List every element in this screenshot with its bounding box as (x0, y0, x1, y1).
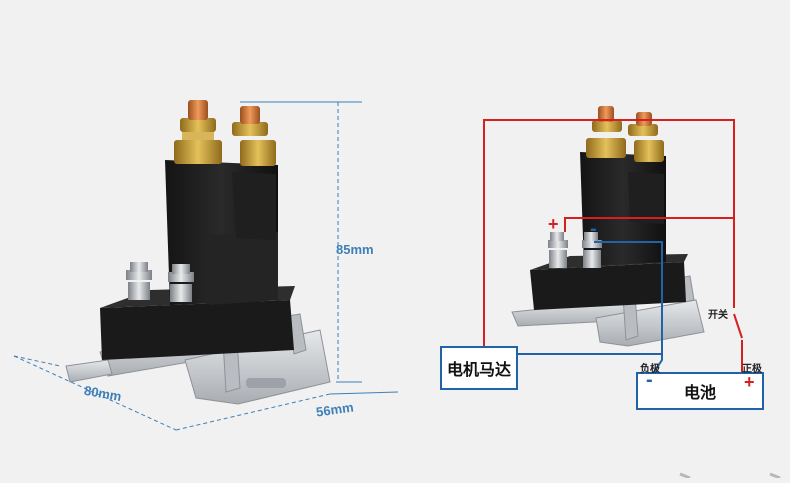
left-relay (65, 100, 331, 405)
coil-plus-sign: + (548, 214, 559, 234)
negative-pole-label: 负极 (640, 364, 660, 375)
motor-box: 电机马达 (440, 346, 518, 390)
positive-pole-label: 正极 (742, 364, 762, 375)
battery-box: 电池 (636, 372, 764, 410)
dimension-lines (13, 101, 399, 431)
wiring-lines (483, 119, 743, 373)
switch-label: 开关 (708, 310, 728, 321)
battery-plus-sign: + (744, 372, 755, 392)
negative-wire (594, 241, 663, 373)
battery-label: 电池 (683, 385, 716, 402)
battery-minus-sign: - (646, 369, 653, 391)
coil-minus-sign: - (590, 218, 597, 240)
right-relay (511, 106, 705, 347)
positive-wire (483, 119, 735, 346)
coil-positive-wire (564, 217, 734, 232)
height-dimension-label: 85mm (336, 242, 374, 257)
motor-label: 电机马达 (446, 362, 511, 379)
